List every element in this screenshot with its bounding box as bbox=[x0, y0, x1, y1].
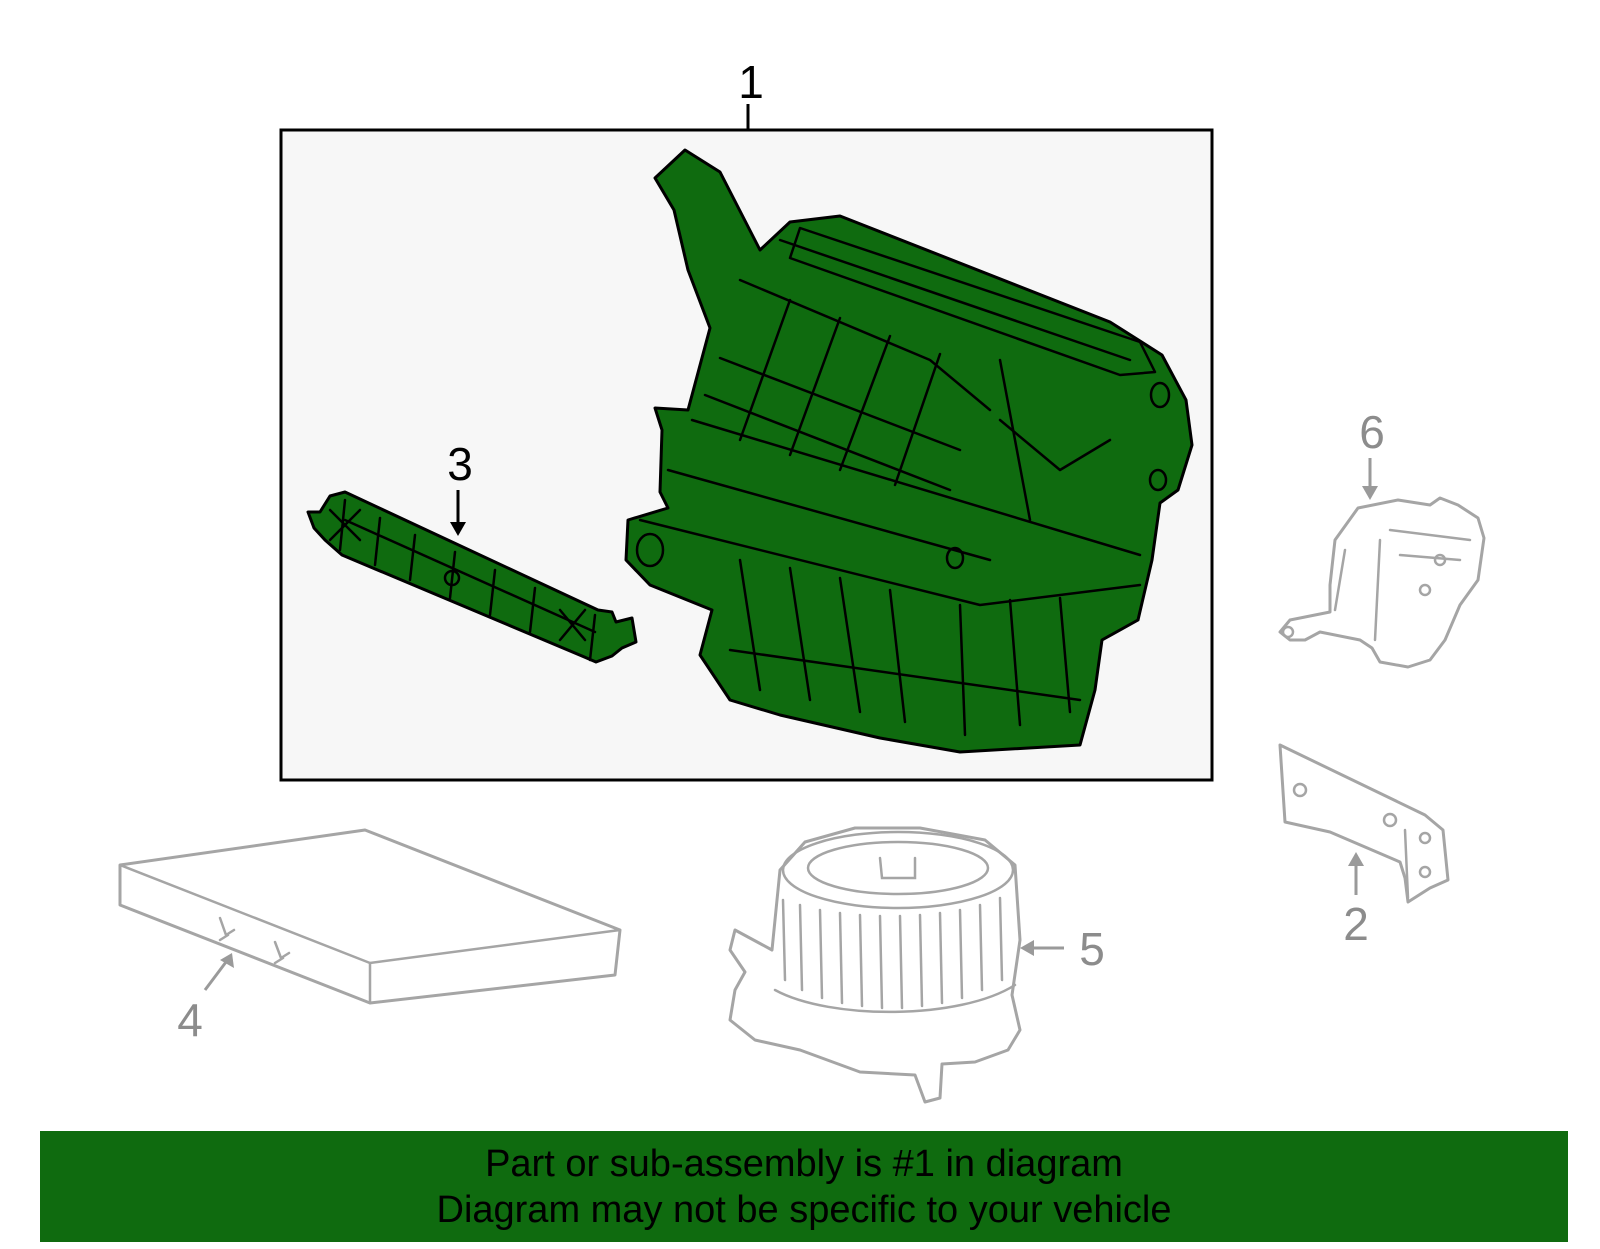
bracket-part[interactable] bbox=[1278, 743, 1450, 904]
callout-3: 3 bbox=[447, 438, 473, 490]
cabin-filter-part[interactable] bbox=[118, 828, 622, 1005]
callout-1: 1 bbox=[738, 56, 764, 108]
cover-part[interactable] bbox=[306, 490, 638, 664]
arrow-5 bbox=[1020, 940, 1064, 956]
callout-2: 2 bbox=[1343, 898, 1369, 950]
arrow-4 bbox=[203, 953, 234, 991]
arrow-2 bbox=[1348, 852, 1364, 895]
disclaimer-banner: Part or sub-assembly is #1 in diagram Di… bbox=[40, 1131, 1568, 1242]
callout-6: 6 bbox=[1359, 406, 1385, 458]
callout-4: 4 bbox=[177, 994, 203, 1046]
banner-line-2: Diagram may not be specific to your vehi… bbox=[436, 1188, 1172, 1231]
banner-line-1: Part or sub-assembly is #1 in diagram bbox=[485, 1142, 1123, 1185]
heater-unit-assembly[interactable] bbox=[624, 148, 1194, 754]
control-module-part[interactable] bbox=[1278, 496, 1486, 669]
blower-motor-part[interactable] bbox=[728, 826, 1022, 1104]
callout-5: 5 bbox=[1079, 923, 1105, 975]
arrow-6 bbox=[1362, 458, 1378, 500]
arrow-3 bbox=[450, 490, 466, 536]
